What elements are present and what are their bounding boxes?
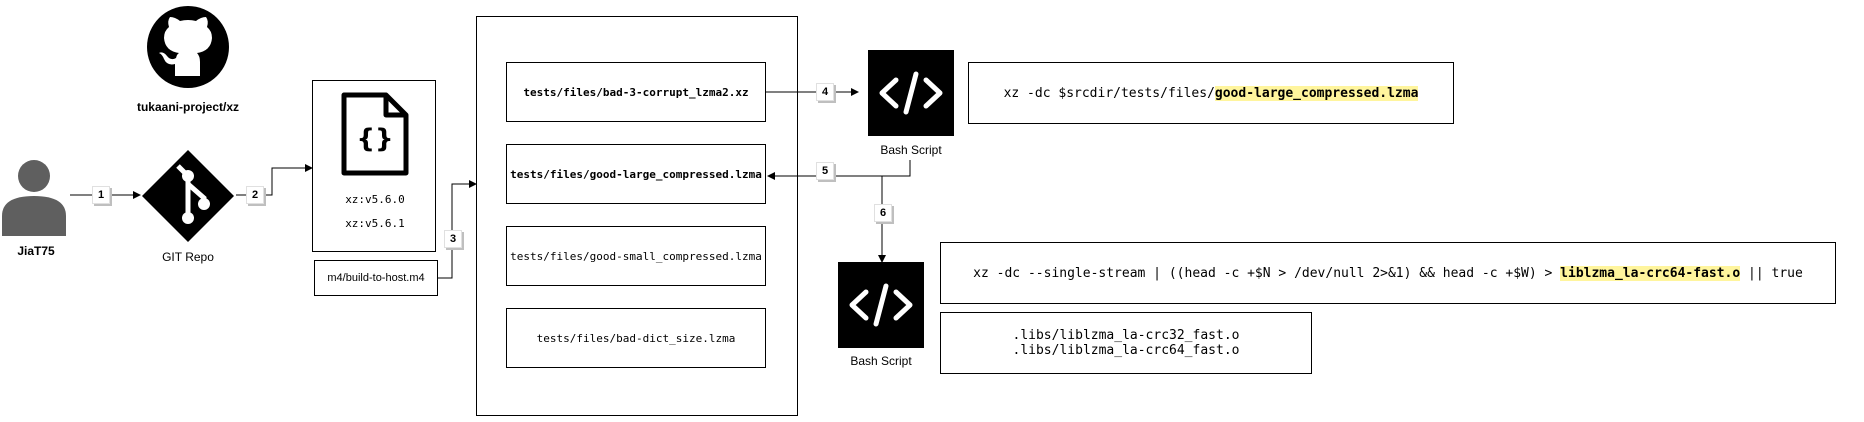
- code-icon: [879, 71, 943, 115]
- step-label-3: 3: [444, 230, 462, 248]
- github-icon: [147, 6, 229, 88]
- bash-script-2: [838, 262, 924, 348]
- tag-v1: xz:v5.6.0: [345, 193, 405, 206]
- command-2-highlight: liblzma_la-crc64-fast.o: [1560, 265, 1741, 281]
- command-2-suffix: || true: [1740, 265, 1803, 281]
- bash-script-1: [868, 50, 954, 136]
- git-label: GIT Repo: [162, 250, 214, 264]
- github-repo-label: tukaani-project/xz: [136, 100, 240, 114]
- step-label-6: 6: [874, 204, 892, 222]
- step-label-5: 5: [816, 162, 834, 180]
- tag-v2: xz:v5.6.1: [345, 217, 405, 230]
- command-box-1: xz -dc $srcdir/tests/files/good-large_co…: [968, 62, 1454, 124]
- command-1-prefix: xz -dc $srcdir/tests/files/: [1003, 85, 1215, 101]
- libs-box: .libs/liblzma_la-crc32_fast.o .libs/libl…: [940, 312, 1312, 374]
- bash-script-1-label: Bash Script: [880, 143, 942, 157]
- file-bad-3-corrupt: tests/files/bad-3-corrupt_lzma2.xz: [506, 62, 766, 122]
- command-box-2: xz -dc --single-stream | ((head -c +$N >…: [940, 242, 1836, 304]
- git-icon: [142, 150, 234, 242]
- tags-document: {} xz:v5.6.0 xz:v5.6.1: [312, 80, 436, 252]
- git-logo: [140, 148, 236, 244]
- m4-file-box: m4/build-to-host.m4: [314, 260, 438, 296]
- step-label-4: 4: [816, 83, 834, 101]
- file-good-small: tests/files/good-small_compressed.lzma: [506, 226, 766, 286]
- github-logo: [145, 4, 231, 90]
- command-2-prefix: xz -dc --single-stream | ((head -c +$N >…: [973, 265, 1561, 281]
- m4-file-label: m4/build-to-host.m4: [327, 272, 425, 284]
- command-1-highlight: good-large_compressed.lzma: [1214, 85, 1419, 101]
- file-good-large: tests/files/good-large_compressed.lzma: [506, 144, 766, 204]
- libs-line-crc32: .libs/liblzma_la-crc32_fast.o: [1012, 328, 1240, 343]
- bash-script-2-label: Bash Script: [850, 354, 912, 368]
- step-label-1: 1: [92, 186, 110, 204]
- file-bad-dict-size: tests/files/bad-dict_size.lzma: [506, 308, 766, 368]
- actor: [0, 158, 72, 238]
- step-label-2: 2: [246, 186, 264, 204]
- person-icon: [2, 160, 66, 236]
- libs-line-crc64: .libs/liblzma_la-crc64_fast.o: [1012, 343, 1240, 358]
- code-icon: [849, 283, 913, 327]
- tests-container: [476, 16, 798, 416]
- actor-name: JiaT75: [17, 244, 55, 258]
- connector-5: [767, 160, 911, 180]
- svg-text:{}: {}: [356, 124, 393, 154]
- json-file-icon: {}: [341, 92, 409, 176]
